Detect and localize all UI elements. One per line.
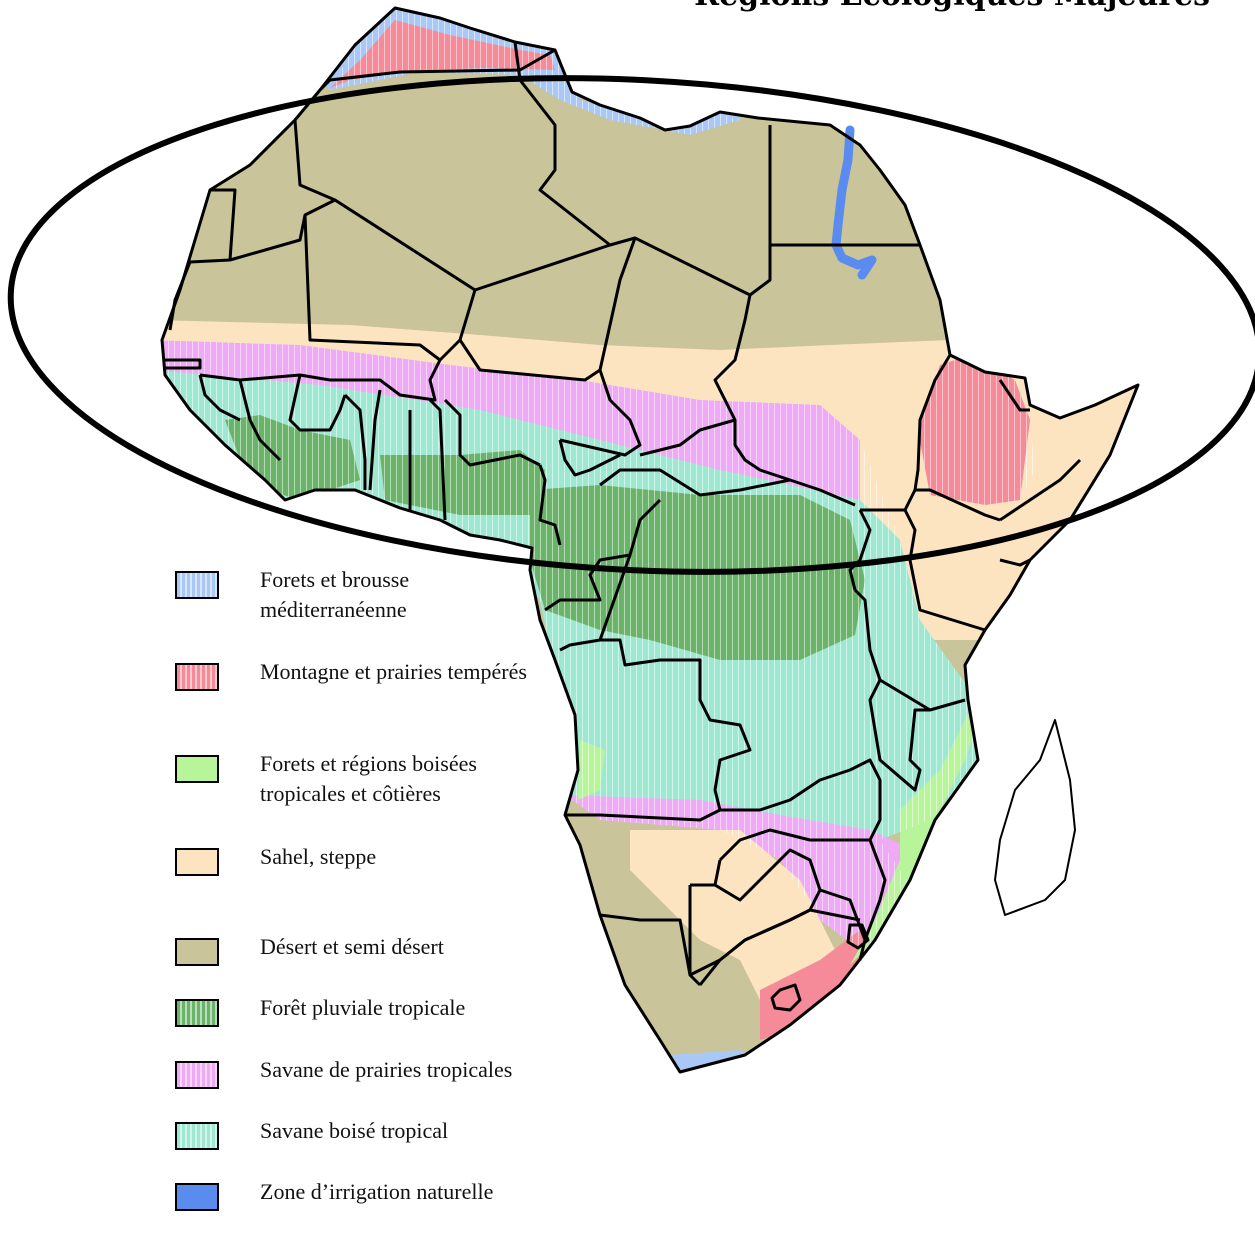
- border-angola: [565, 808, 721, 987]
- border-mozambique: [819, 839, 887, 961]
- border-horn: [998, 379, 1082, 522]
- swatch-irrigation-icon: [175, 1183, 219, 1211]
- swatch-savanna-wood-icon: [175, 1122, 219, 1150]
- swatch-desert-icon: [175, 938, 219, 966]
- border-morocco-algeria: [318, 48, 556, 92]
- legend: Forets et brousse méditerranéenne Montag…: [170, 565, 530, 1235]
- legend-label: Montagne et prairies tempérés: [260, 659, 527, 684]
- hatch-overlay-north: [330, 8, 740, 135]
- border-nigeria-cameroon: [538, 439, 621, 546]
- border-sa-north: [689, 908, 861, 977]
- legend-label: Savane boisé tropical: [260, 1118, 449, 1143]
- border-drc-east: [848, 509, 930, 792]
- legend-label: Désert et semi désert: [260, 934, 444, 959]
- swatch-tropical-forest-icon: [175, 755, 219, 783]
- swatch-rainforest-icon: [175, 999, 219, 1027]
- border-congo: [559, 554, 760, 812]
- legend-label: Forets et brousse méditerranéenne: [260, 567, 410, 622]
- swatch-temperate-icon: [175, 663, 219, 691]
- hatch-overlay-temperate: [918, 355, 1035, 505]
- swatch-mediterranean-icon: [175, 571, 219, 599]
- border-chad-car: [639, 418, 736, 457]
- map-title: Régions Écologiques Majeures: [650, 0, 1210, 13]
- border-mali: [199, 289, 477, 402]
- legend-label: Savane de prairies tropicales: [260, 1057, 513, 1082]
- border-algeria-south: [293, 119, 772, 297]
- region-temperate-south: [760, 930, 870, 1040]
- border-westafrica-1: [198, 374, 347, 462]
- border-niger: [458, 237, 642, 457]
- legend-label: Sahel, steppe: [260, 844, 377, 869]
- legend-label: Forêt pluviale tropicale: [260, 995, 466, 1020]
- swatch-sahel-icon: [175, 848, 219, 876]
- lesotho: [770, 983, 802, 1012]
- border-chad-sudan: [713, 294, 856, 507]
- highlight-ellipse: [7, 75, 1255, 575]
- swaziland: [846, 923, 870, 950]
- border-kenya-tanzania: [879, 678, 966, 712]
- coastline: [160, 6, 1140, 1074]
- region-sahel-south: [630, 830, 840, 1000]
- swatch-savanna-grass-icon: [175, 1061, 219, 1089]
- border-westafrica-2: [343, 389, 541, 521]
- legend-label: Zone d’irrigation naturelle: [260, 1179, 494, 1204]
- gambia: [165, 358, 202, 370]
- border-algeria-east: [513, 41, 611, 247]
- madagascar: [994, 719, 1076, 916]
- border-zambia: [718, 758, 882, 862]
- legend-label: Forets et régions boisées tropicales et …: [260, 751, 477, 806]
- border-mauritania: [168, 188, 441, 362]
- country-borders: [160, 6, 1140, 1074]
